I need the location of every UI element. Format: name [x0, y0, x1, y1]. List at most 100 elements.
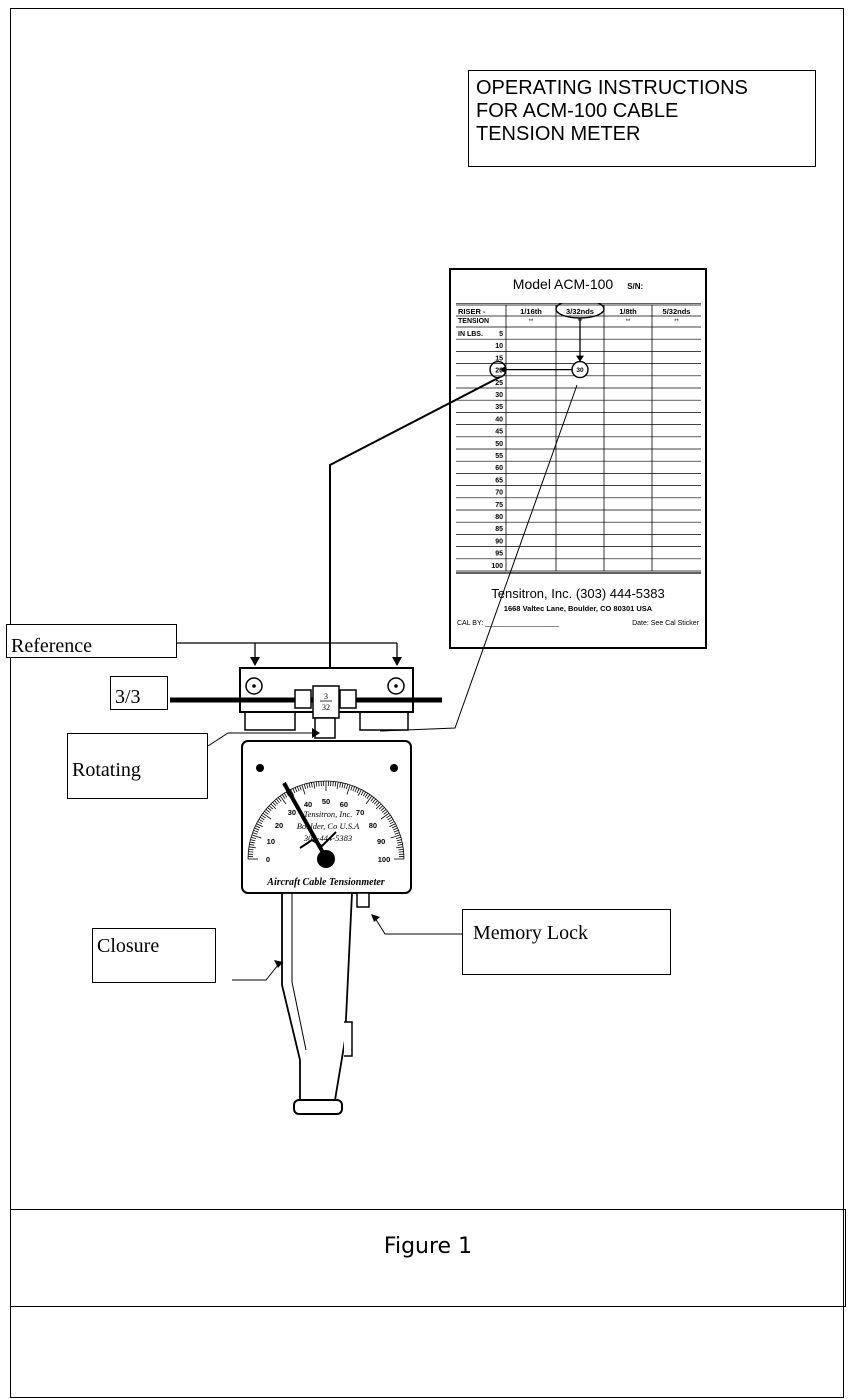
dial-tick — [370, 797, 375, 802]
dial-tick — [259, 816, 265, 821]
card-address: 1668 Valtec Lane, Boulder, CO 80301 USA — [503, 604, 653, 613]
dial-tick — [272, 801, 277, 807]
dial-tick — [253, 829, 259, 833]
reference-arrowhead-left — [250, 657, 260, 666]
dial-tick — [387, 816, 393, 821]
column-header: 5/32nds — [663, 307, 691, 316]
dial-tick — [375, 803, 382, 810]
dial-tick — [336, 781, 339, 789]
title-line-2: FOR ACM-100 CABLE — [476, 100, 679, 122]
memory-pointer — [299, 831, 337, 849]
dial-tick — [290, 789, 295, 796]
tension-value: 5 — [499, 331, 503, 338]
dial-tick — [350, 785, 353, 791]
leader-rotating — [207, 732, 312, 747]
dial-tick-label: 40 — [304, 800, 312, 809]
dial-tick — [248, 848, 254, 851]
tension-value: 45 — [495, 429, 503, 436]
dial-tick — [339, 782, 342, 788]
figure-label: Figure 1 — [383, 1234, 473, 1259]
dial-tick — [365, 795, 373, 805]
riser-label-top: 3 — [324, 692, 328, 701]
dial-tick — [308, 782, 311, 788]
dial-tick — [389, 823, 396, 828]
tension-value: 60 — [495, 465, 503, 472]
needle — [282, 782, 328, 859]
dial-tick — [285, 791, 290, 797]
dial-tick-label: 60 — [340, 800, 348, 809]
dial-tick — [343, 783, 346, 789]
dial-tick — [383, 810, 388, 815]
housing-dot-right — [390, 764, 398, 772]
tension-value: 20 — [495, 368, 503, 375]
dial-tick — [341, 782, 344, 788]
tension-value: 70 — [495, 490, 503, 497]
callout-reference: Reference — [6, 624, 177, 658]
dial-tick — [397, 843, 403, 846]
dial-tick — [360, 790, 364, 796]
dial-tick — [301, 784, 306, 795]
dial-tick — [354, 787, 358, 793]
dial-tick — [396, 839, 402, 842]
dial-tick — [346, 784, 351, 795]
dial-caption: Aircraft Cable Tensionmeter — [266, 877, 385, 888]
page-frame — [10, 8, 844, 1398]
head-lower-right — [359, 712, 409, 731]
conversion-table: RISER -TENSION1/16th**3/32nds**1/8th**5/… — [456, 303, 701, 574]
tension-value: 25 — [495, 380, 503, 387]
title-line-3: TENSION METER — [476, 123, 641, 145]
dial-tick — [393, 829, 399, 833]
dial-tick — [398, 848, 404, 851]
dial-tick-label: 30 — [288, 808, 296, 817]
column-mark: ** — [529, 319, 534, 325]
dial-tick-label: 20 — [275, 821, 283, 830]
dial-tick — [267, 807, 272, 812]
stem — [314, 717, 336, 739]
dial-tick — [362, 791, 367, 797]
column-header: 1/8th — [619, 307, 637, 316]
dial-tick — [283, 792, 288, 798]
dial-tick — [270, 803, 277, 810]
card-title: Model ACM-100 S/N: — [451, 276, 705, 292]
dial-tick — [334, 781, 337, 787]
dial-tick — [394, 832, 400, 835]
dial-tick — [292, 788, 296, 794]
dial-tick — [249, 841, 255, 844]
dial-tick — [375, 801, 380, 807]
tension-value: 30 — [495, 392, 503, 399]
card-sn-label: S/N: — [627, 282, 644, 291]
dial-tick — [345, 783, 349, 790]
dial-tick — [265, 808, 271, 813]
dial-tick-label: 50 — [322, 797, 330, 806]
dial-tick — [299, 785, 302, 791]
dial-tick — [381, 808, 387, 813]
leader-20-to-riser — [329, 376, 501, 690]
dial-tick — [248, 846, 256, 849]
card-model: Model ACM-100 — [512, 276, 614, 292]
dial-tick — [256, 823, 263, 828]
dial-tick — [294, 787, 298, 793]
dial-tick — [250, 836, 257, 840]
dial-maker-2: Boulder, Co U.S.A — [297, 821, 360, 831]
riser-label-bottom: 32 — [322, 703, 330, 712]
instructions-title: OPERATING INSTRUCTIONS FOR ACM-100 CABLE… — [468, 70, 816, 167]
card-date: Date: See Cal Sticker — [632, 620, 699, 627]
dial-tick — [306, 783, 309, 789]
callout-rotating: Rotating — [67, 733, 208, 799]
dial-tick-label: 90 — [377, 837, 385, 846]
dial-tick — [380, 807, 385, 812]
tension-value: 40 — [495, 416, 503, 423]
dial-tick — [255, 825, 261, 829]
header-in-lbs: IN LBS. — [458, 331, 483, 338]
dial-tick — [378, 805, 384, 810]
callout-memory-lock: Memory Lock — [462, 909, 671, 975]
column-mark: ** — [674, 319, 679, 325]
dial-tick — [364, 792, 369, 798]
tension-value: 35 — [495, 404, 503, 411]
tension-value: 95 — [495, 551, 503, 558]
tension-value: 75 — [495, 502, 503, 509]
dial-tick — [388, 818, 394, 823]
dial-tick — [313, 781, 316, 789]
